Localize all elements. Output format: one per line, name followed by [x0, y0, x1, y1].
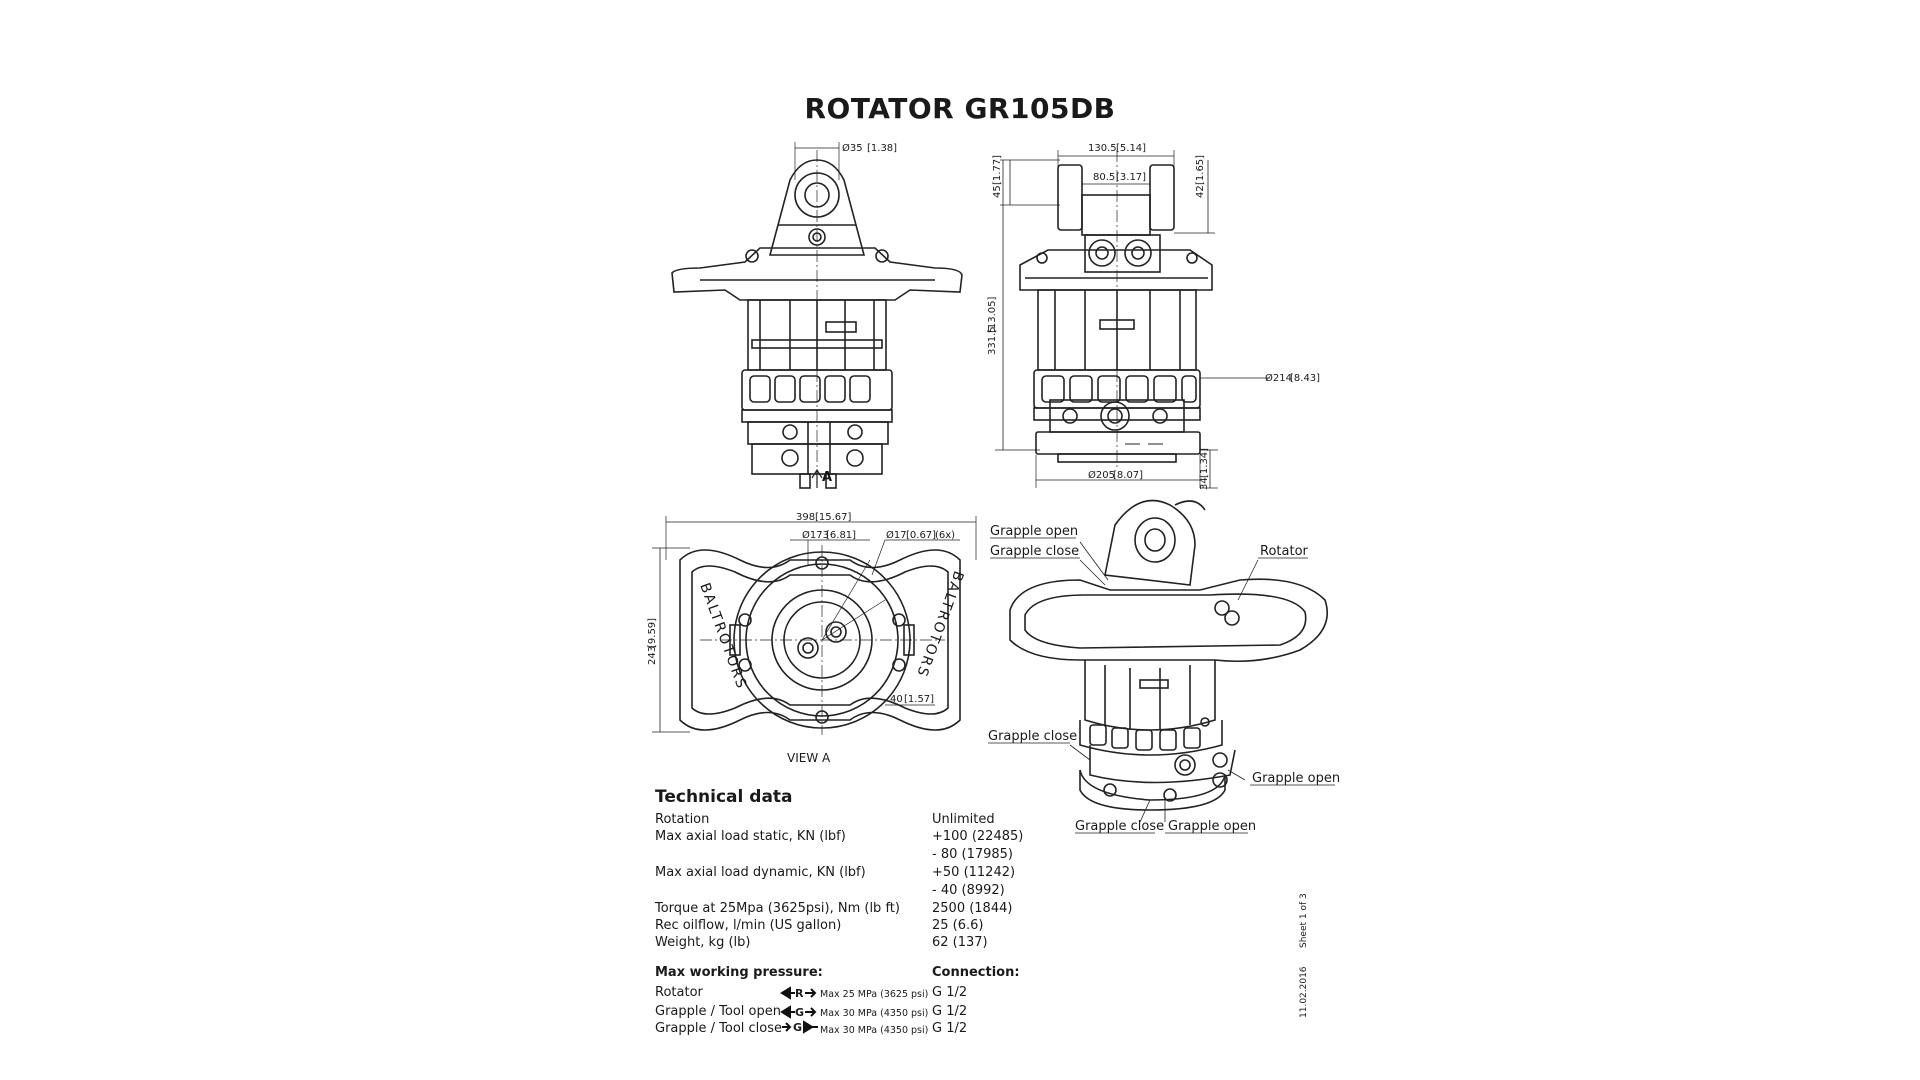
label-rotator: Rotator [1260, 544, 1309, 559]
pressure-row-label: Grapple / Tool close [655, 1021, 783, 1036]
dim-inner-width: 80.5 [1093, 172, 1115, 183]
iso-labels: Grapple open Grapple close Rotator Grapp… [988, 524, 1340, 834]
tech-row-value: Unlimited [932, 812, 995, 827]
view-a-label: VIEW A [787, 751, 831, 765]
tech-row-value: - 80 (17985) [932, 847, 1013, 862]
tech-row-value: +100 (22485) [932, 829, 1024, 844]
label-grapple-close-2: Grapple close [988, 729, 1077, 744]
grapple-open-symbol-letter: G [795, 1006, 804, 1019]
tech-row-label: Weight, kg (lb) [655, 935, 751, 950]
dimension-labels: Ø35 [1.38] 130.5 [5.14] 80.5 [3.17] Ø214… [647, 142, 1320, 765]
dim-h42: 42 [1195, 185, 1206, 198]
tech-row-value: +50 (11242) [932, 865, 1016, 880]
dim-h45: 45 [992, 185, 1003, 198]
dim-h34: 34 [1199, 477, 1210, 490]
grapple-close-symbol-icon: G [782, 1020, 818, 1034]
brand-text-right: BALTROTORS [913, 569, 967, 680]
tech-row-label: Max axial load dynamic, KN (lbf) [655, 865, 866, 880]
view-a [652, 516, 977, 735]
dim-inner-width-in: [3.17] [1116, 172, 1146, 183]
pressure-row-connection: G 1/2 [932, 1004, 968, 1019]
dim-d40: 40 [890, 694, 903, 705]
connection-symbols: R G G [780, 986, 818, 1034]
dim-dia173-in: [6.81] [826, 530, 856, 541]
dim-h34-in: [1.34] [1199, 448, 1210, 478]
grapple-close-symbol-letter: G [793, 1021, 802, 1034]
tech-row-label: Max axial load static, KN (lbf) [655, 829, 846, 844]
dim-h42-in: [1.65] [1195, 155, 1206, 185]
dim-dia214: Ø214 [1265, 372, 1292, 384]
date-label: 11.02.2016 [1299, 966, 1309, 1018]
drawing-title: ROTATOR GR105DB [804, 92, 1116, 125]
pressure-row-max: Max 25 MPa (3625 psi) [820, 989, 929, 1000]
sheet-label: Sheet 1 of 3 [1299, 893, 1309, 948]
tech-row-value: 25 (6.6) [932, 918, 984, 933]
dim-dia17-in: [0.67] [906, 530, 936, 541]
brand-text-left: BALTROTORS [696, 581, 750, 692]
front-view [671, 142, 963, 489]
dim-width398: 398 [796, 512, 815, 523]
tech-row-value: 62 (137) [932, 935, 988, 950]
dim-width398-in: [15.67] [815, 512, 852, 523]
side-view [995, 150, 1270, 489]
dim-top-pin: Ø35 [842, 142, 863, 154]
dim-d40-in: [1.57] [904, 694, 934, 705]
label-grapple-open-2: Grapple open [1252, 771, 1340, 786]
tech-data-heading: Technical data [655, 787, 793, 807]
pressure-row-connection: G 1/2 [932, 985, 968, 1000]
dim-dia173: Ø173 [802, 529, 829, 541]
iso-view [1009, 499, 1329, 823]
label-grapple-open-1: Grapple open [990, 524, 1078, 539]
dim-h45-in: [1.77] [992, 155, 1003, 185]
dim-h243-in: [9.59] [647, 618, 658, 648]
tech-row-label: Rotation [655, 812, 710, 827]
pressure-heading: Max working pressure: [655, 965, 823, 980]
tech-row-value: 2500 (1844) [932, 901, 1013, 916]
dim-dia17: Ø17 [886, 529, 907, 541]
dim-total-h-in: [13.05] [987, 296, 998, 333]
pressure-row-connection: G 1/2 [932, 1021, 968, 1036]
pressure-row-max: Max 30 MPa (4350 psi) [820, 1025, 929, 1036]
rotator-symbol-letter: R [795, 987, 804, 1000]
dim-top-pin-in: [1.38] [867, 143, 897, 154]
grapple-open-symbol-icon: G [780, 1005, 817, 1019]
tech-row-value: - 40 (8992) [932, 883, 1005, 898]
dim-dia205-in: [8.07] [1113, 470, 1143, 481]
label-grapple-open-3: Grapple open [1168, 819, 1256, 834]
dim-dia205: Ø205 [1088, 469, 1115, 481]
dim-h243: 243 [647, 646, 658, 665]
dim-dia214-in: [8.43] [1290, 373, 1320, 384]
tech-row-label: Torque at 25Mpa (3625psi), Nm (lb ft) [655, 901, 900, 916]
dim-side-width-in: [5.14] [1116, 143, 1146, 154]
label-grapple-close-1: Grapple close [990, 544, 1079, 559]
connection-heading: Connection: [932, 965, 1020, 980]
pressure-row-label: Grapple / Tool open [655, 1004, 781, 1019]
tech-row-label: Rec oilflow, l/min (US gallon) [655, 918, 842, 933]
pressure-row-label: Rotator [655, 985, 703, 1000]
view-marker: A [822, 470, 832, 485]
pressure-row-max: Max 30 MPa (4350 psi) [820, 1008, 929, 1019]
dim-dia17-count: (6x) [935, 530, 955, 541]
dim-side-width: 130.5 [1088, 143, 1117, 154]
dim-total-h: 331.5 [987, 326, 998, 355]
rotator-symbol-icon: R [780, 986, 817, 1000]
label-grapple-close-3: Grapple close [1075, 819, 1164, 834]
